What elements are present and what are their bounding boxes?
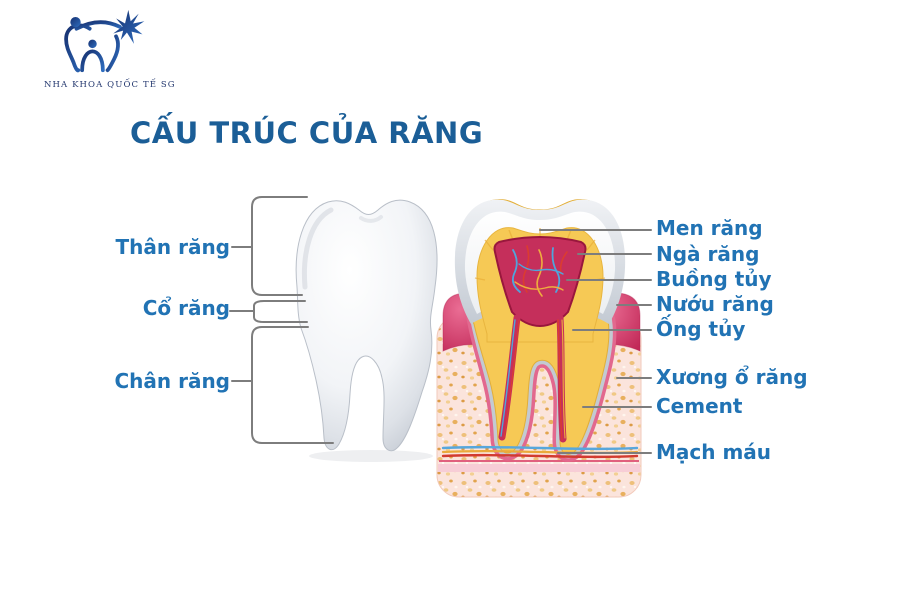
tooth-shadow: [309, 450, 433, 462]
label-buong-tuy: Buồng tủy: [656, 267, 772, 291]
page-title: CẤU TRÚC CỦA RĂNG: [130, 116, 484, 150]
tooth-outline-right: [105, 34, 121, 73]
label-nuou-rang: Nướu răng: [656, 292, 774, 316]
root-canal-right: [556, 314, 567, 443]
swoosh: [74, 20, 122, 31]
tooth-cross-section-illustration: [436, 199, 642, 498]
label-mach-mau: Mạch máu: [656, 440, 772, 464]
dental-logo-icon: [64, 9, 145, 73]
whole-tooth-illustration: [295, 199, 438, 462]
pulp-vessels: [500, 245, 568, 441]
label-chan-rang: Chân răng: [114, 369, 230, 393]
cusp-groove: [359, 215, 383, 223]
tooth-outline-left: [64, 23, 92, 73]
whole-tooth-body: [295, 199, 438, 452]
starburst-icon: [113, 9, 145, 44]
label-than-rang: Thân răng: [115, 235, 231, 259]
label-co-rang: Cổ răng: [142, 296, 230, 320]
label-nga-rang: Ngà răng: [656, 242, 760, 266]
inner-person-head: [88, 39, 97, 49]
person-head: [70, 16, 81, 28]
label-xuong-o-rang: Xương ổ răng: [656, 365, 808, 389]
label-ong-tuy: Ống tủy: [656, 317, 746, 341]
label-cement: Cement: [656, 394, 743, 418]
root-canal-left: [498, 314, 521, 441]
logo-brand-text: NHA KHOA QUỐC TẾ SG: [44, 80, 176, 90]
inner-person-body: [80, 49, 105, 73]
label-men-rang: Men răng: [656, 216, 763, 240]
logo: NHA KHOA QUỐC TẾ SG: [40, 8, 180, 90]
bone-pink-band: [438, 464, 640, 472]
